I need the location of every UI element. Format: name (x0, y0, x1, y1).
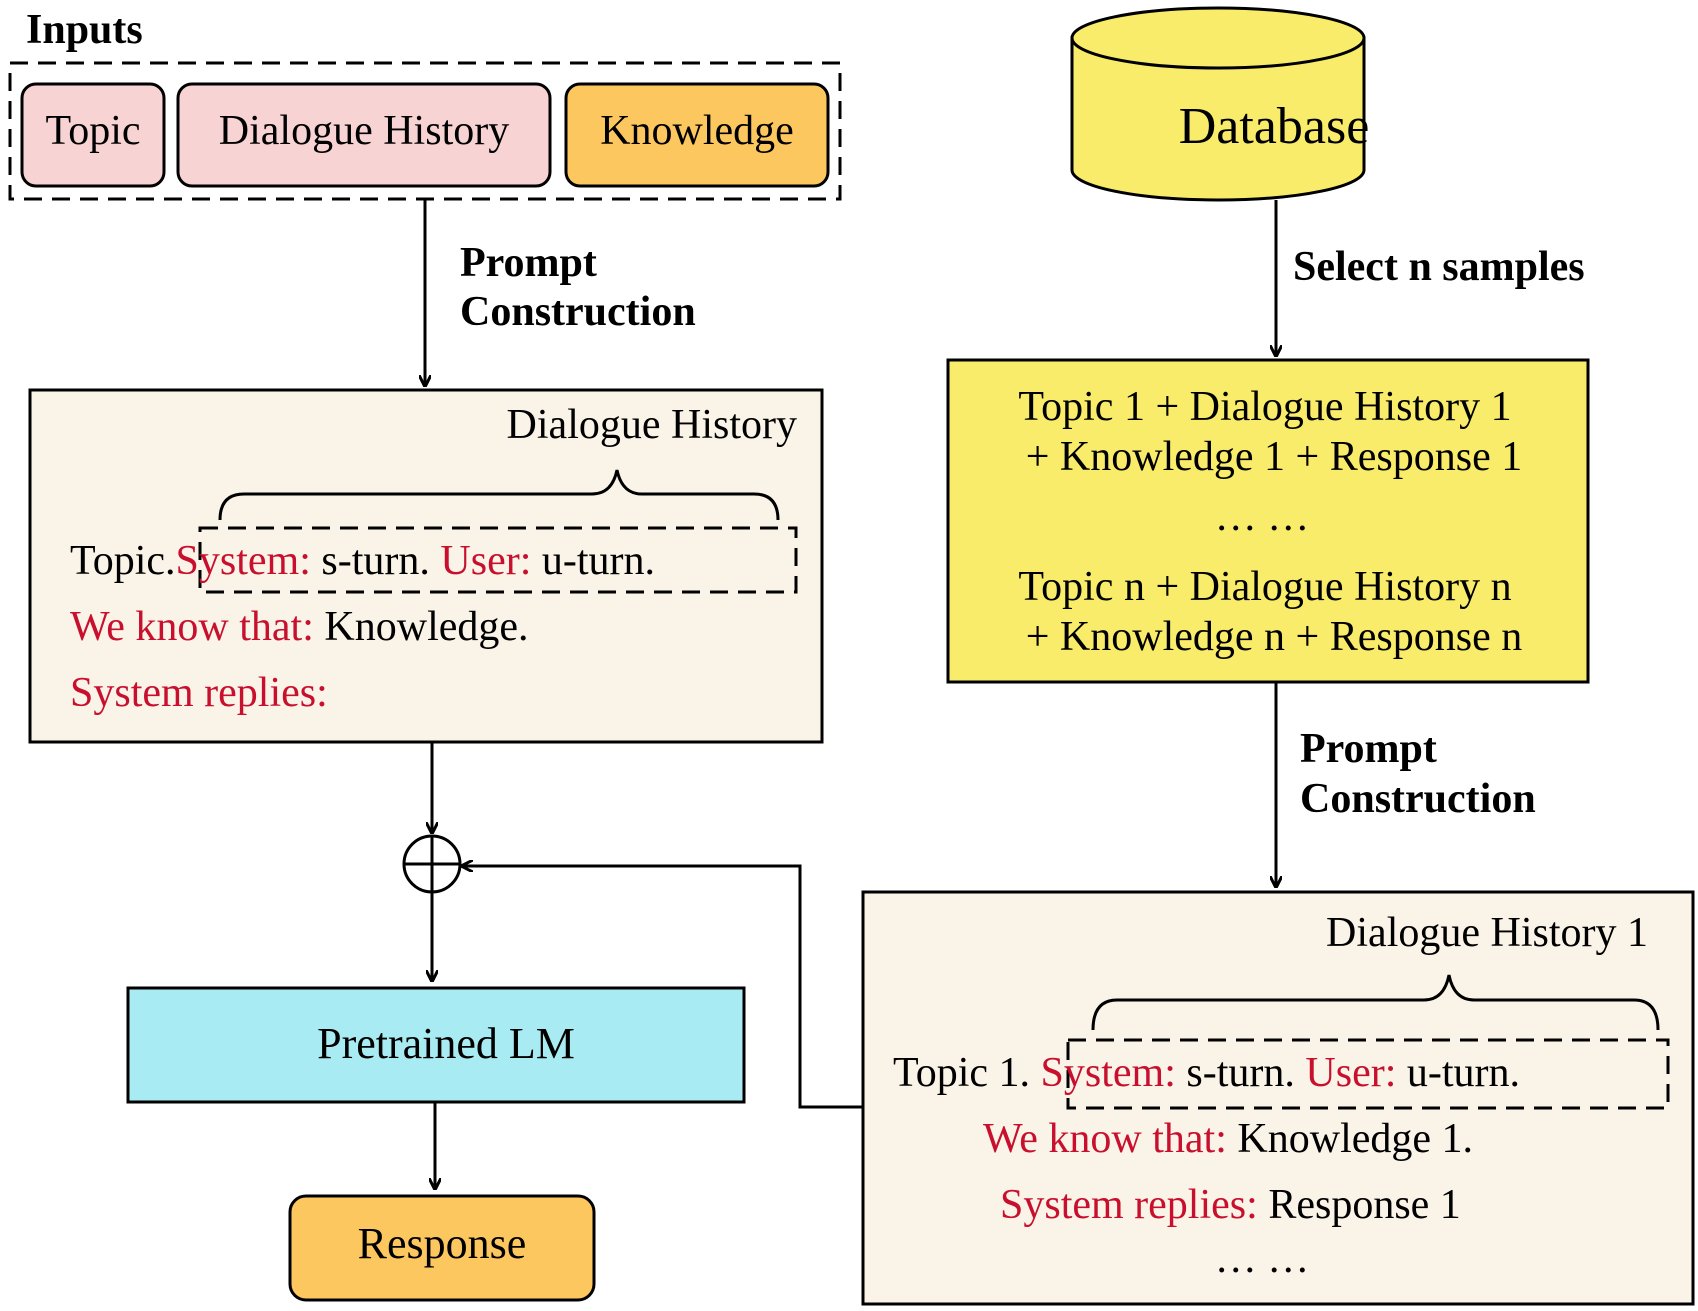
response-box: Response (288, 1194, 596, 1302)
left-prompt-construction-line1: Prompt (460, 240, 597, 286)
right-prompt-line2: We know that: Knowledge 1. (983, 1116, 1473, 1162)
right-prompt-construction-line2: Construction (1300, 776, 1536, 822)
input-dialogue-history-box: Dialogue History (176, 82, 552, 188)
select-samples-label: Select n samples (1293, 244, 1585, 290)
right-brace-label: Dialogue History 1 (1326, 910, 1648, 956)
input-knowledge-label: Knowledge (600, 108, 794, 154)
samples-line1: Topic 1 + Dialogue History 1 (1018, 384, 1511, 430)
pretrained-lm-label: Pretrained LM (317, 1019, 575, 1068)
examples-to-plus-connector (463, 866, 863, 1109)
right-prompt-box: Dialogue History 1 Topic 1. System: s-tu… (861, 890, 1695, 1306)
response-label: Response (358, 1219, 527, 1268)
left-curly-brace (218, 469, 780, 521)
right-prompt-ellipsis: … … (1215, 1236, 1310, 1282)
left-prompt-line3: System replies: (70, 670, 328, 716)
right-dialogue-dashed-box (1066, 1038, 1670, 1110)
input-topic-box: Topic (20, 82, 166, 188)
concat-plus-node (402, 834, 462, 894)
samples-ellipsis: … … (1215, 494, 1310, 540)
samples-line2: + Knowledge 1 + Response 1 (1026, 434, 1522, 480)
left-prompt-line2: We know that: Knowledge. (70, 604, 529, 650)
database-label: Database (1179, 98, 1370, 155)
left-dialogue-dashed-box (198, 526, 798, 594)
samples-line4: + Knowledge n + Response n (1026, 614, 1522, 660)
left-prompt-line1: Topic.System: s-turn. User: u-turn. (70, 538, 655, 584)
right-prompt-construction-line1: Prompt (1300, 726, 1437, 772)
right-curly-brace (1091, 974, 1660, 1031)
input-topic-label: Topic (45, 108, 140, 154)
samples-line3: Topic n + Dialogue History n (1018, 564, 1511, 610)
left-brace-label: Dialogue History (507, 402, 797, 448)
samples-box: Topic 1 + Dialogue History 1 + Knowledge… (946, 358, 1590, 684)
database-cylinder: Database (1070, 6, 1370, 202)
left-prompt-box: Dialogue History Topic.System: s-turn. U… (28, 388, 824, 744)
input-dialogue-history-label: Dialogue History (219, 108, 509, 154)
left-prompt-construction-line2: Construction (460, 289, 696, 335)
inputs-title: Inputs (26, 7, 143, 53)
pretrained-lm-box: Pretrained LM (126, 986, 746, 1104)
input-knowledge-box: Knowledge (564, 82, 830, 188)
right-prompt-line1: Topic 1. System: s-turn. User: u-turn. (893, 1050, 1520, 1096)
right-prompt-line3: System replies: Response 1 (1000, 1182, 1461, 1228)
